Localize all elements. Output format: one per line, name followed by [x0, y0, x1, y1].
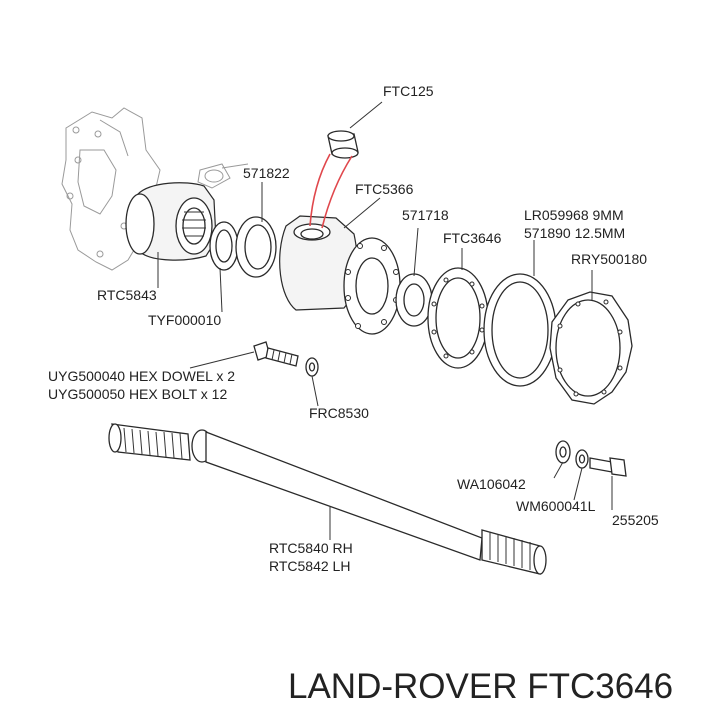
hex-bolt-part	[253, 341, 299, 367]
frc8530-part	[305, 357, 319, 377]
label-uyg500040: UYG500040 HEX DOWEL x 2	[48, 368, 235, 384]
ftc125-fit-line-left	[309, 153, 331, 227]
p571718-part	[395, 273, 433, 327]
label-lr059968: LR059968 9MM	[524, 207, 624, 223]
lr059968-part	[483, 273, 557, 387]
label-frc8530: FRC8530	[309, 405, 369, 421]
label-rtc5840: RTC5840 RH	[269, 540, 353, 556]
ftc125-fit-line-right	[321, 155, 353, 229]
label-rtc5842: RTC5842 LH	[269, 558, 350, 574]
p571822-part	[235, 216, 277, 278]
label-571718: 571718	[402, 207, 449, 223]
label-ftc3646: FTC3646	[443, 230, 502, 246]
label-tyf000010: TYF000010	[148, 312, 221, 328]
label-ftc5366: FTC5366	[355, 181, 414, 197]
wa106042-part	[555, 440, 571, 464]
ftc125-part	[309, 130, 359, 229]
ftc5366-part	[279, 215, 401, 335]
label-rtc5843: RTC5843	[97, 287, 157, 303]
half-shaft-part	[108, 423, 547, 575]
wm600041l-part	[575, 449, 589, 469]
rry500180-part	[549, 291, 633, 405]
rtc5843-part	[125, 182, 217, 261]
label-wm600041l: WM600041L	[516, 498, 596, 514]
label-255205: 255205	[612, 512, 659, 528]
bolt-255205-part	[589, 457, 627, 477]
ftc3646-part	[427, 267, 489, 369]
label-571822: 571822	[243, 165, 290, 181]
label-ftc125: FTC125	[383, 83, 434, 99]
label-571890: 571890 12.5MM	[524, 225, 625, 241]
label-uyg500050: UYG500050 HEX BOLT x 12	[48, 386, 227, 402]
brand-title: LAND-ROVER FTC3646	[288, 667, 673, 706]
label-wa106042: WA106042	[457, 476, 526, 492]
tyf000010-part	[209, 221, 239, 271]
label-rry500180: RRY500180	[571, 251, 647, 267]
leader-lines	[157, 101, 613, 540]
